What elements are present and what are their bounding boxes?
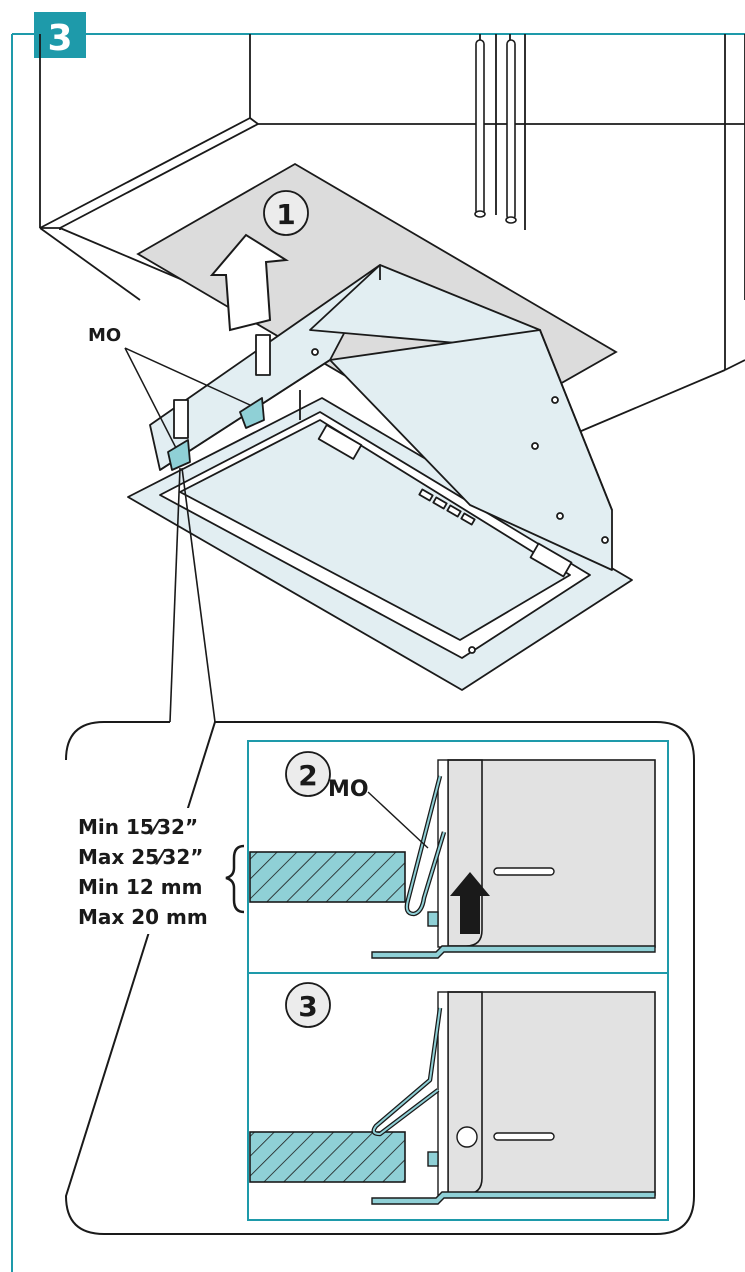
mounting-clip-left (167, 439, 191, 471)
detail-callout-box (64, 721, 695, 1235)
dim-min-mm: Min 12 mm (78, 875, 202, 899)
page-frame (11, 33, 745, 1272)
callout-3-number: 3 (298, 990, 317, 1023)
mounting-clip-right (239, 397, 265, 429)
dim-max-mm: Max 20 mm (78, 905, 208, 929)
dimension-brace (225, 844, 245, 914)
step-badge: 3 (34, 12, 86, 59)
dim-min-inch: Min 15⁄32” (78, 815, 198, 839)
callout-1: 1 (263, 190, 309, 236)
overview-mo-text: MO (88, 325, 121, 346)
detail-mo-text: MO (328, 777, 369, 802)
dim-max-inch: Max 25⁄32” (78, 845, 203, 869)
callout-1-number: 1 (276, 198, 295, 231)
control-buttons (418, 488, 476, 526)
overview-mo-label: MO (88, 325, 251, 449)
magnifier-leaders (169, 467, 216, 723)
detail-3: 3 (249, 982, 656, 1205)
hood-unit (127, 264, 633, 691)
callout-2-number: 2 (298, 759, 317, 792)
up-arrow-icon (209, 233, 290, 332)
detail-panels-frame (247, 740, 669, 1221)
dimension-labels: Min 15⁄32” Max 25⁄32” Min 12 mm Max 20 m… (76, 808, 246, 934)
cabinet-handles (474, 39, 517, 224)
detail-2: 2 MO (249, 751, 656, 959)
step-number: 3 (47, 18, 72, 59)
push-up-arrow-icon (450, 872, 490, 934)
